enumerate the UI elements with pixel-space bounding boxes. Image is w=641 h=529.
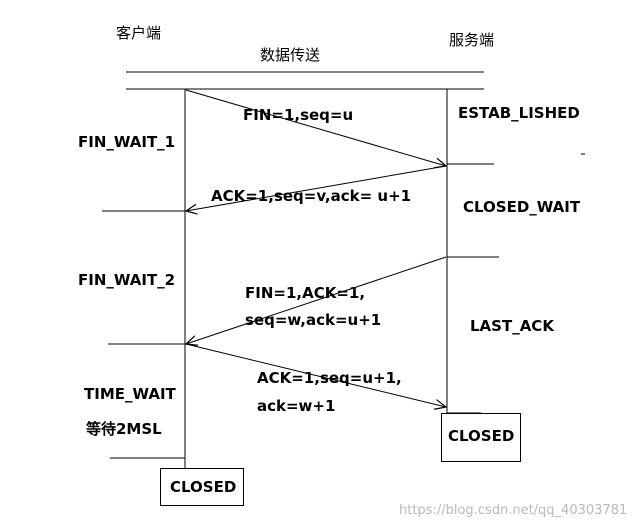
msg4-line2: ack=w+1 [257, 397, 336, 415]
server-box [441, 12, 516, 59]
server-label: 服务端 [449, 31, 495, 49]
server-state-estab-lished: ESTAB_LISHED [458, 104, 580, 122]
client-closed-box [160, 468, 244, 506]
watermark: https://blog.csdn.net/qq_40303781 [399, 503, 628, 518]
msg3-line2: seq=w,ack=u+1 [245, 311, 382, 329]
server-state-closed-wait: CLOSED_WAIT [463, 198, 581, 216]
client-closed-label: CLOSED [170, 478, 237, 496]
msg2-line1: ACK=1,seq=v,ack= u+1 [211, 187, 412, 205]
server-closed-label: CLOSED [448, 427, 515, 445]
data-transfer-label: 数据传送 [260, 46, 321, 64]
client-box [109, 7, 189, 54]
client-state-fin-wait-1: FIN_WAIT_1 [78, 133, 176, 151]
msg3-line1: FIN=1,ACK=1, [245, 284, 366, 302]
msg1-line1: FIN=1,seq=u [243, 106, 354, 124]
server-state-last-ack: LAST_ACK [470, 317, 554, 335]
arrow-ack-server-to-client [186, 165, 447, 211]
client-state-fin-wait-2: FIN_WAIT_2 [78, 271, 176, 289]
arrow-fin-client-to-server [185, 89, 446, 166]
arrow-ack-client-to-server [185, 343, 446, 407]
client-state-time-wait: TIME_WAIT [84, 385, 176, 403]
server-closed-box [441, 413, 521, 462]
client-state-wait-2msl: 等待2MSL [86, 420, 162, 438]
client-label: 客户端 [116, 24, 162, 42]
arrow-fin-ack-server-to-client [186, 256, 447, 344]
msg4-line1: ACK=1,seq=u+1, [257, 369, 402, 387]
